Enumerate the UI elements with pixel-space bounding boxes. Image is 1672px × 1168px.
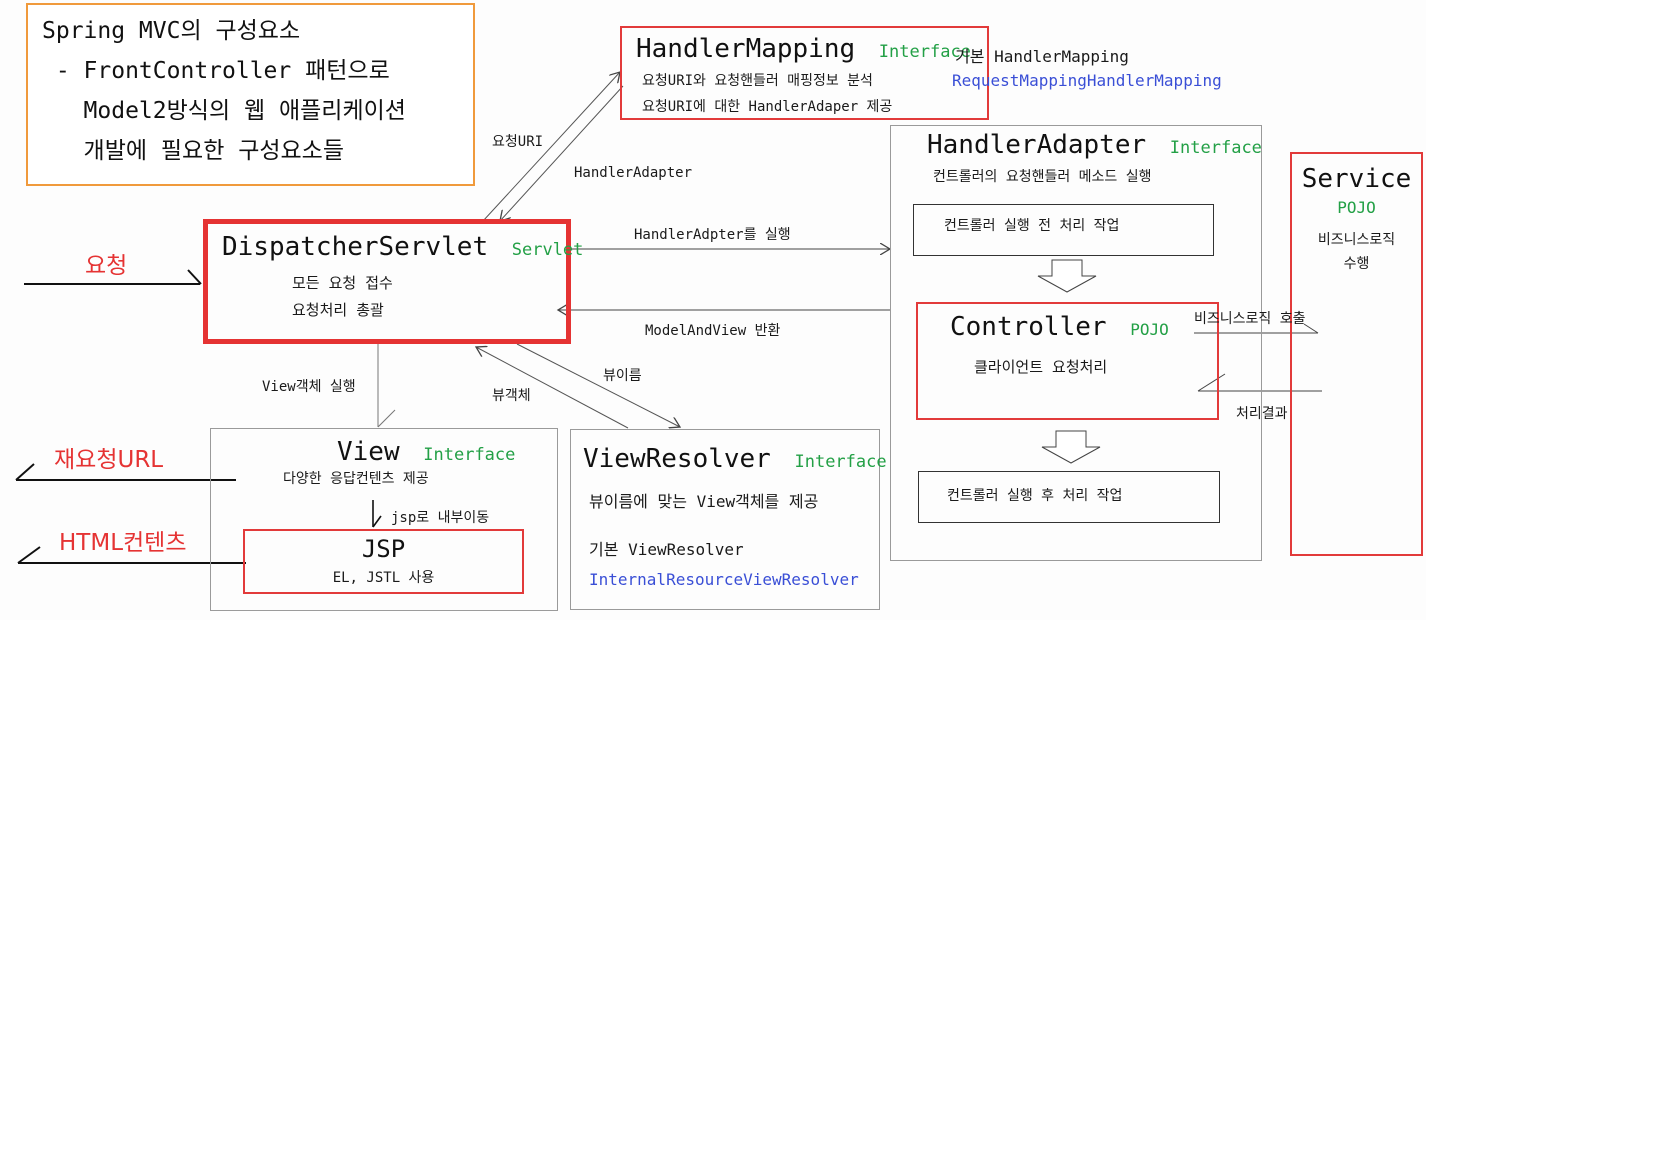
- run-adapter-label: HandlerAdpter를 실행: [634, 227, 791, 243]
- jsp-title: JSP: [361, 535, 406, 563]
- controller-type: POJO: [1130, 320, 1169, 339]
- handler-adapter-type: Interface: [1169, 138, 1262, 158]
- controller-box: Controller POJO 클라이언트 요청처리: [916, 302, 1219, 420]
- dispatcher-servlet-box: DispatcherServlet Servlet 모든 요청 접수 요청처리 …: [203, 219, 583, 344]
- default-handler-mapping-impl: RequestMappingHandlerMapping: [952, 71, 1222, 90]
- handler-mapping-desc-1: 요청URI와 요청핸들러 매핑정보 분석: [642, 73, 873, 89]
- view-resolver-desc: 뷰이름에 맞는 View객체를 제공: [589, 492, 819, 511]
- result-label: 처리결과: [1236, 406, 1288, 422]
- view-object-arrow: [476, 347, 629, 429]
- post-processing-box: 컨트롤러 실행 후 처리 작업: [918, 471, 1220, 523]
- model-and-view-label: ModelAndView 반환: [645, 323, 781, 339]
- note-box: Spring MVC의 구성요소 - FrontController 패턴으로 …: [26, 3, 475, 186]
- jsp-forward-label: jsp로 내부이동: [391, 510, 490, 526]
- pre-to-controller-arrow: [1037, 259, 1097, 293]
- service-type: POJO: [1337, 198, 1376, 217]
- service-desc-1: 비즈니스로직: [1317, 232, 1396, 248]
- view-title: View: [337, 437, 400, 467]
- service-title: Service: [1301, 164, 1412, 194]
- redirect-url-label: 재요청URL: [54, 447, 164, 473]
- request-uri-label: 요청URI: [492, 134, 544, 150]
- default-view-resolver-label: 기본 ViewResolver: [589, 540, 744, 559]
- dispatcher-desc-1: 모든 요청 접수: [292, 274, 393, 292]
- controller-title: Controller: [950, 312, 1107, 342]
- note-line-1: Spring MVC의 구성요소: [42, 18, 301, 44]
- view-box: View Interface 다양한 응답컨텐츠 제공 jsp로 내부이동: [210, 428, 558, 611]
- default-view-resolver-impl: InternalResourceViewResolver: [589, 570, 859, 589]
- handler-adapter-edge-label: HandlerAdapter: [574, 165, 693, 181]
- view-resolver-type: Interface: [794, 452, 887, 472]
- request-uri-arrow: [482, 72, 620, 222]
- handler-mapping-type: Interface: [878, 42, 971, 62]
- view-object-label: 뷰객체: [492, 388, 531, 404]
- dispatcher-title: DispatcherServlet: [222, 232, 489, 262]
- view-desc: 다양한 응답컨텐츠 제공: [283, 471, 429, 487]
- service-desc-2: 수행: [1343, 256, 1370, 272]
- note-line-4: 개발에 필요한 구성요소들: [42, 138, 344, 164]
- service-box: Service POJO 비즈니스로직 수행: [1290, 152, 1423, 556]
- handler-mapping-desc-2: 요청URI에 대한 HandlerAdaper 제공: [642, 99, 893, 115]
- handler-adapter-box: HandlerAdapter Interface 컨트롤러의 요청핸들러 메소드…: [890, 125, 1262, 561]
- jsp-box: JSP EL, JSTL 사용: [243, 529, 524, 594]
- handler-adapter-desc: 컨트롤러의 요청핸들러 메소드 실행: [933, 169, 1152, 185]
- view-name-label: 뷰이름: [603, 368, 642, 384]
- handler-mapping-box: HandlerMapping Interface 요청URI와 요청핸들러 매핑…: [620, 26, 989, 120]
- view-type: Interface: [423, 445, 516, 465]
- request-label: 요청: [85, 253, 128, 279]
- note-line-2: - FrontController 패턴으로: [42, 58, 390, 84]
- handler-adapter-return-arrow: [500, 85, 624, 221]
- pre-processing-label: 컨트롤러 실행 전 처리 작업: [944, 218, 1120, 234]
- default-handler-mapping-label: 기본 HandlerMapping: [955, 47, 1129, 66]
- handler-adapter-title: HandlerAdapter: [927, 130, 1147, 160]
- dispatcher-desc-2: 요청처리 총괄: [292, 301, 384, 319]
- controller-to-post-arrow: [1041, 430, 1101, 464]
- view-name-arrow: [516, 343, 680, 427]
- view-resolver-box: ViewResolver Interface 뷰이름에 맞는 View객체를 제…: [570, 429, 887, 610]
- controller-desc: 클라이언트 요청처리: [974, 358, 1108, 376]
- business-call-label: 비즈니스로직 호출: [1194, 311, 1306, 327]
- note-line-3: Model2방식의 웹 애플리케이션: [42, 98, 406, 124]
- pre-processing-box: 컨트롤러 실행 전 처리 작업: [913, 204, 1214, 256]
- view-resolver-title: ViewResolver: [583, 444, 771, 474]
- html-content-label: HTML컨텐츠: [59, 530, 187, 556]
- handler-mapping-title: HandlerMapping: [636, 34, 856, 64]
- dispatcher-type: Servlet: [511, 240, 584, 260]
- run-view-label: View객체 실행: [262, 379, 356, 395]
- jsp-desc: EL, JSTL 사용: [332, 570, 435, 586]
- post-processing-label: 컨트롤러 실행 후 처리 작업: [947, 488, 1123, 504]
